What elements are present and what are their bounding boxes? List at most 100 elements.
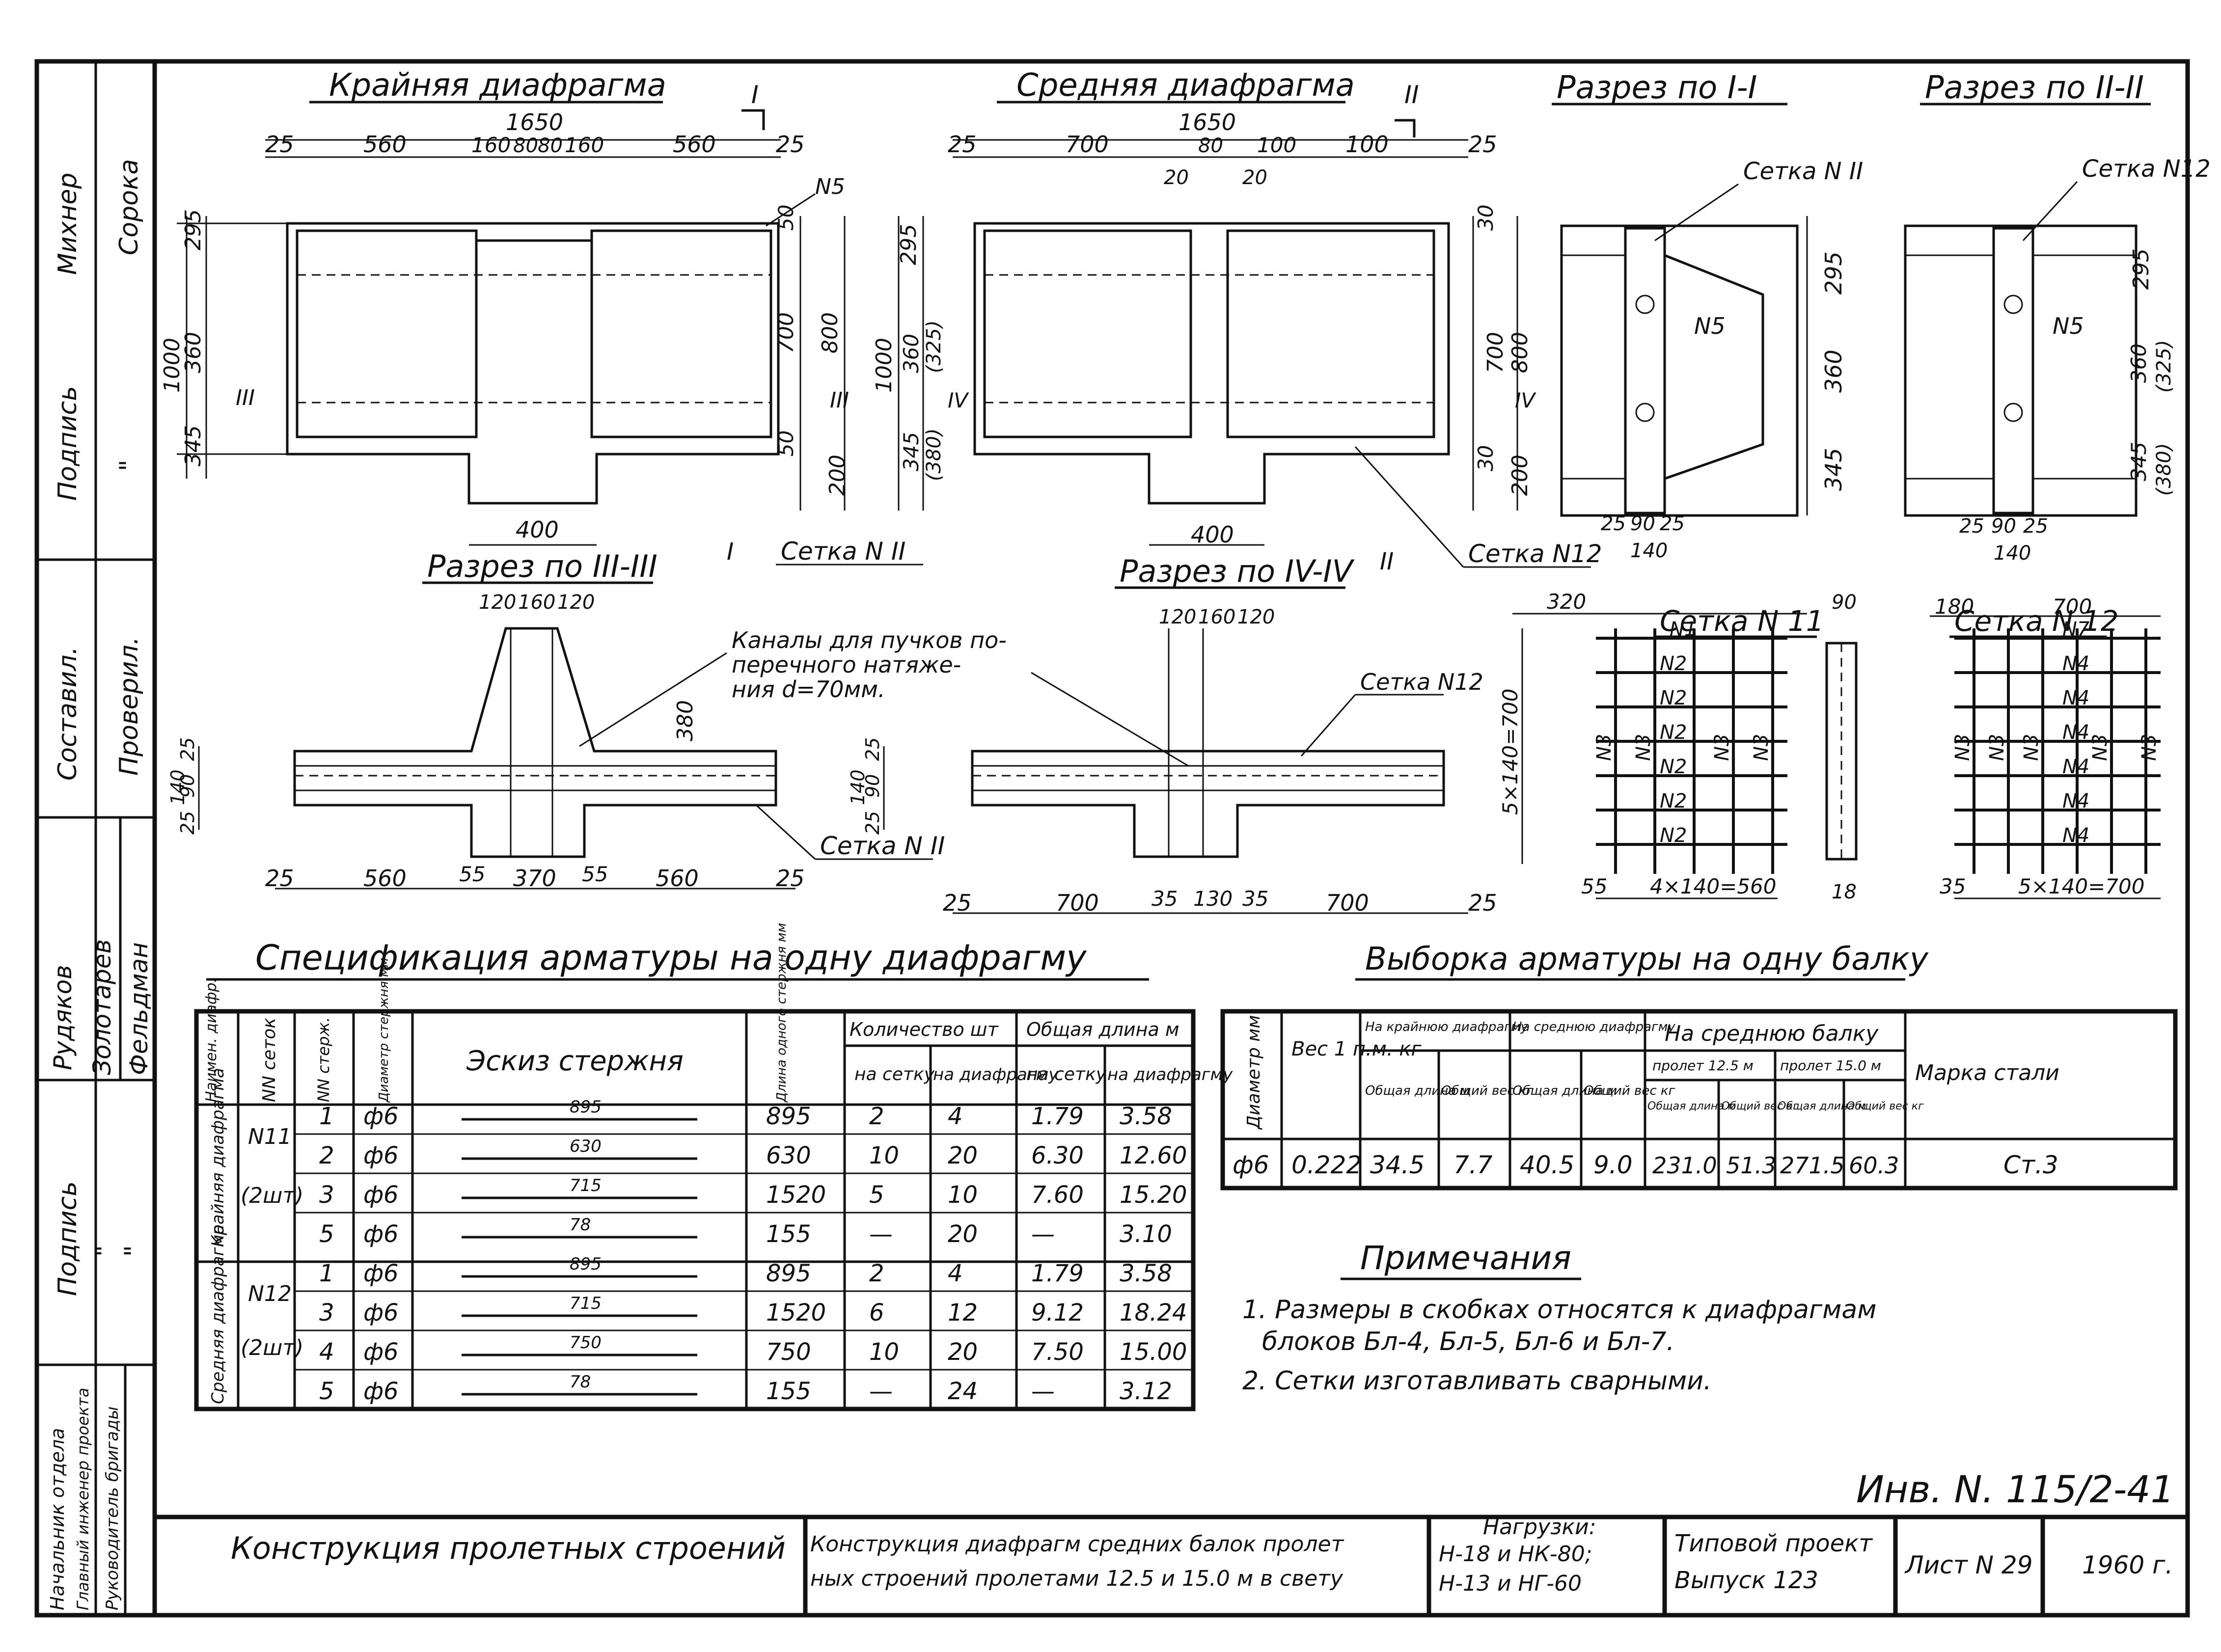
label-mesh11-a: Сетка N II: [781, 537, 905, 566]
dim-25-j: 25: [177, 811, 198, 835]
stamp-zolotarev: Золотарев: [88, 939, 116, 1075]
sel-h-tlen-2: Общая длина м: [1512, 1083, 1617, 1098]
spec-row-4-sketch-label: 895: [570, 1254, 602, 1274]
sel-h-twt-4: Общий вес кг: [1846, 1100, 1924, 1112]
spec-row-6-dia: ф6: [363, 1338, 399, 1366]
spec-row-7-len: 155: [766, 1378, 811, 1405]
dim-380-c: 380: [673, 700, 698, 741]
dim-700-e: 700: [1326, 890, 1369, 916]
spec-h-total: Общая длина м: [1026, 1019, 1179, 1040]
mesh11-n3-2: N3: [1632, 734, 1655, 761]
mesh12-n3-1: N3: [1951, 734, 1974, 761]
spec-h-dia: Диаметр стержня мм: [377, 958, 391, 1103]
dim-25-p: 25: [1468, 890, 1497, 916]
dim-1650-a: 1650: [506, 109, 563, 135]
mesh-11-detail: N1 N2 N2 N2 N2 N2 N2 N3 N3 N3 N3 320 5×1…: [1498, 590, 1858, 903]
spec-row-0-q1: 2: [869, 1103, 884, 1130]
dim-560-d: 560: [656, 865, 699, 892]
spec-row-2-len: 1520: [766, 1181, 826, 1209]
label-channels-2: перечного натяже-: [732, 651, 961, 678]
dim-140-c: 140: [167, 769, 189, 805]
tb-year: 1960 г.: [2082, 1551, 2173, 1579]
dim-1000-a: 1000: [160, 338, 185, 393]
spec-row-4-dia: ф6: [363, 1260, 399, 1287]
dim-25-i: 25: [177, 737, 198, 761]
dim-140-d: 140: [847, 769, 869, 805]
spec-row-2-dia: ф6: [363, 1181, 399, 1209]
label-mesh11-c: Сетка N II: [820, 832, 945, 860]
dim-700-b: 700: [1066, 131, 1109, 158]
spec-row-5-sketch-label: 715: [570, 1294, 602, 1313]
title-mesh-12: Сетка N 12: [1954, 604, 2119, 638]
dim-90-c: 90: [177, 774, 198, 798]
spec-row-0-sketch-label: 895: [570, 1097, 602, 1117]
edge-diaphragm-elevation: 1650 25 560 160 80 80 160 560 25 I 1000 …: [160, 81, 923, 566]
mesh12-n4-5: N4: [2062, 790, 2089, 812]
tb-loads-1: Н-18 и НК-80;: [1439, 1542, 1592, 1567]
spec-h-rod: NN стерж.: [314, 1017, 333, 1102]
dim-5x140: 5×140=700: [2018, 874, 2144, 898]
spec-row-7-l2: 3.12: [1120, 1378, 1172, 1405]
dim-360-c: 360: [1820, 350, 1847, 393]
mesh12-n3-3: N3: [2020, 734, 2043, 761]
mesh12-n4-3: N4: [2062, 721, 2089, 744]
tb-section-title: Конструкция пролетных строений: [231, 1530, 786, 1566]
dim-560-b: 560: [673, 131, 716, 158]
dim-700-d: 700: [1056, 890, 1099, 916]
dim-100-b: 100: [1345, 131, 1389, 158]
dim-120-c: 120: [1159, 606, 1196, 628]
mesh12-n4-6: N4: [2062, 824, 2089, 847]
mesh12-n3-2: N3: [1986, 734, 2008, 761]
dim-55-c: 55: [1581, 874, 1607, 898]
sel-h-twt-2: Общий вес кг: [1584, 1083, 1675, 1098]
mark-I-top: I: [751, 81, 759, 109]
dim-100-a: 100: [1257, 133, 1296, 157]
dim-800-a: 800: [818, 312, 843, 353]
stamp-mikhner: Михнер: [53, 173, 82, 275]
dim-18: 18: [1832, 881, 1857, 903]
mark-III-left: III: [236, 385, 255, 410]
tb-project-2: Выпуск 123: [1674, 1567, 1818, 1594]
dim-25-o: 25: [943, 890, 972, 916]
title-mesh-11: Сетка N 11: [1660, 604, 1824, 638]
spec-row-4-len: 895: [766, 1260, 811, 1287]
dim-25-g: 25: [1959, 515, 1984, 538]
spec-row-3-q1: —: [869, 1220, 893, 1248]
stamp-quote-1: ": [114, 460, 144, 471]
dim-180: 180: [1935, 595, 1974, 619]
spec-row-4-rod: 1: [319, 1260, 334, 1287]
tb-loads-title: Нагрузки:: [1483, 1515, 1596, 1540]
dim-30-b: 30: [1474, 445, 1498, 471]
sel-e-wt: 7.7: [1453, 1151, 1493, 1179]
selection-title: Выборка арматуры на одну балку: [1365, 941, 1929, 977]
dim-360-d: 360: [2127, 344, 2151, 383]
spec-row-2-rod: 3: [319, 1181, 334, 1209]
dim-35-c: 35: [1940, 874, 1966, 898]
spec-row-1-q1: 10: [869, 1142, 899, 1169]
tb-loads-2: Н-13 и НГ-60: [1439, 1571, 1582, 1596]
sel-m-wt: 9.0: [1593, 1151, 1633, 1179]
stamp-checked: Проверил.: [114, 637, 144, 776]
title-middle-diaphragm: Средняя диафрагма: [1016, 67, 1355, 104]
dim-345-b: 345: [899, 432, 923, 471]
label-n5-c: N5: [2053, 313, 2084, 339]
sel-s1-len: 231.0: [1652, 1152, 1717, 1179]
dim-55-b: 55: [582, 862, 608, 886]
sel-dia: ф6: [1233, 1151, 1269, 1179]
spec-mesh-2pcs-a: (2шт): [241, 1183, 303, 1208]
sel-h-mark: Марка стали: [1915, 1060, 2059, 1085]
dim-80-a: 80: [513, 135, 538, 157]
stamp-soroka: Сорока: [114, 159, 144, 255]
spec-row-4-q1: 2: [869, 1260, 884, 1287]
label-mesh12-a: Сетка N12: [1468, 540, 1602, 568]
sel-h-span125: пролет 12.5 м: [1652, 1057, 1754, 1074]
spec-row-6-l2: 15.00: [1120, 1338, 1187, 1366]
spec-mesh-n11: N11: [248, 1124, 292, 1149]
mesh11-n2-6: N2: [1660, 824, 1687, 847]
dim-25-b: 25: [776, 131, 805, 158]
mark-I-bottom: I: [727, 538, 734, 566]
dim-345-a: 345: [181, 425, 206, 466]
sel-mark: Ст.3: [2003, 1151, 2058, 1179]
spec-mesh-n12: N12: [248, 1281, 292, 1306]
dim-20-a: 20: [1164, 166, 1189, 189]
